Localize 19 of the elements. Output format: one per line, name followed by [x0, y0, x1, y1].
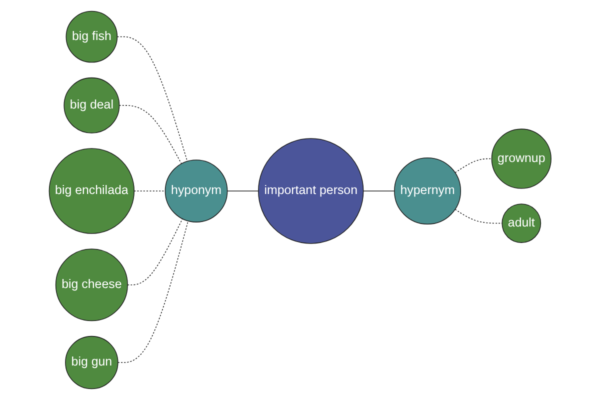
- connector: [117, 220, 188, 363]
- connector: [118, 105, 182, 164]
- node-circle: hyponym: [164, 160, 228, 222]
- connector: [116, 36, 188, 162]
- node-circle: big gun: [64, 336, 118, 390]
- node-circle: big cheese: [55, 248, 128, 322]
- node-circle: adult: [502, 204, 541, 243]
- node-circle: important person: [258, 138, 364, 244]
- node-circle: grownup: [491, 128, 552, 189]
- connector: [127, 218, 183, 286]
- node-circle: hypernym: [394, 158, 461, 224]
- connector: [362, 190, 395, 192]
- node-circle: big fish: [66, 10, 118, 63]
- connector: [134, 190, 166, 192]
- connector: [454, 208, 502, 224]
- connector: [226, 190, 259, 192]
- node-circle: big enchilada: [48, 148, 134, 234]
- node-circle: big deal: [64, 77, 120, 134]
- connector: [454, 158, 492, 174]
